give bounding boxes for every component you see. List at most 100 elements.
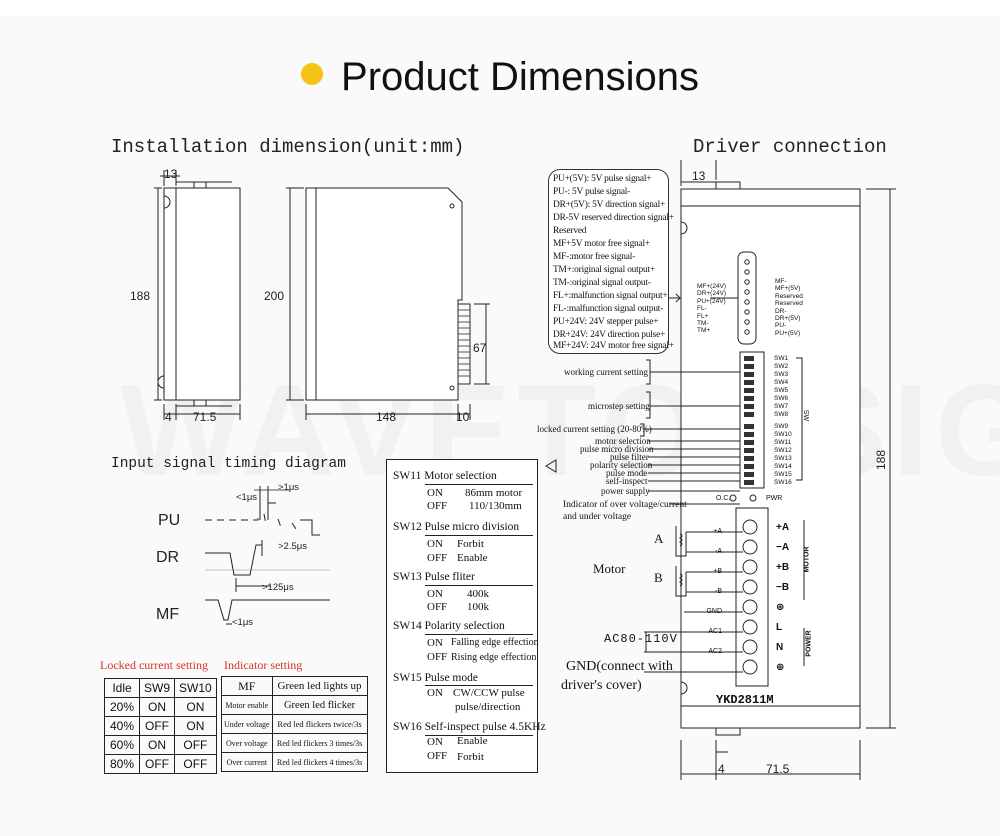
table-cell: Over current bbox=[221, 752, 273, 772]
terminal-left-labels: +A -A +B -B GND AC1 AC2 bbox=[700, 522, 722, 662]
option-value: Forbit bbox=[457, 751, 484, 763]
option-value: Enable bbox=[457, 735, 488, 747]
signal-item: FL+:malfunction signal output+ bbox=[553, 291, 668, 301]
callout-working: working current setting bbox=[564, 367, 648, 377]
terminal-label: L bbox=[776, 622, 783, 633]
pin-label: PU+(24V) bbox=[697, 297, 726, 305]
timing-t2: >1μs bbox=[278, 482, 299, 493]
table-cell: 40% bbox=[104, 716, 140, 736]
led-oc-label: O.C. bbox=[716, 495, 731, 502]
table-header: Idle bbox=[104, 678, 140, 698]
dip-group-label: SW bbox=[802, 409, 810, 422]
driver-dim-71-5: 71.5 bbox=[766, 762, 790, 776]
callout-indicator-2: and under voltage bbox=[563, 512, 632, 522]
divider bbox=[425, 535, 533, 536]
signal-item: DR+(5V): 5V direction signal+ bbox=[553, 200, 666, 210]
signal-item: PU+(5V): 5V pulse signal+ bbox=[553, 174, 652, 184]
pin-label: DR+(5V) bbox=[775, 315, 801, 323]
pin-label: TM+ bbox=[697, 327, 711, 335]
pin-label: FL+ bbox=[697, 312, 709, 320]
option-value: 110/130mm bbox=[469, 500, 522, 512]
callout-locked: locked current setting (20-80%) bbox=[537, 424, 652, 434]
signal-item: DR-5V reserved direction signal+ bbox=[553, 213, 674, 223]
option-value: 100k bbox=[467, 601, 489, 613]
signal-item: Reserved bbox=[553, 226, 587, 236]
signal-item: FL-:malfunction signal output- bbox=[553, 304, 664, 314]
motor-group-label: MOTOR bbox=[803, 546, 811, 573]
terminal-label: +B bbox=[776, 562, 790, 573]
terminal-label: -A bbox=[715, 548, 722, 555]
divider bbox=[425, 585, 533, 586]
signal-description-box: PU+(5V): 5V pulse signal+ PU-: 5V pulse … bbox=[548, 169, 674, 354]
divider bbox=[425, 685, 533, 686]
table-cell: Red led flickers 4 times/3s bbox=[271, 752, 368, 772]
dip-label: SW8 bbox=[774, 411, 789, 418]
callout-power-supply: power supply bbox=[601, 486, 650, 496]
pin-label: PU+(5V) bbox=[775, 329, 801, 337]
led-pwr-label: PWR bbox=[766, 495, 783, 502]
divider bbox=[425, 735, 533, 736]
table-cell: ON bbox=[138, 735, 176, 755]
dip-label: SW6 bbox=[774, 395, 789, 402]
top-band bbox=[0, 0, 1000, 16]
page-title: Product Dimensions bbox=[341, 55, 699, 99]
table-row: Motor enable Green led flicker bbox=[221, 695, 368, 715]
option-value: 86mm motor bbox=[465, 487, 523, 499]
motor-label: Motor bbox=[593, 561, 626, 576]
option-key: ON bbox=[427, 637, 443, 649]
pin-label: PU- bbox=[775, 322, 787, 330]
table-cell: MF bbox=[221, 676, 273, 696]
timing-t5: <1μs bbox=[232, 617, 253, 628]
bullet-dot-icon bbox=[301, 62, 324, 85]
label-mf: MF bbox=[156, 606, 179, 623]
table-cell: 80% bbox=[104, 754, 140, 774]
terminal-label: −B bbox=[776, 582, 790, 593]
dim-148: 148 bbox=[376, 410, 396, 424]
signal-item: MF+24V: 24V motor free signal+ bbox=[553, 341, 674, 351]
table-header: SW9 bbox=[138, 678, 176, 698]
table-cell: OFF bbox=[174, 735, 217, 755]
terminal-label: AC1 bbox=[708, 628, 722, 635]
signal-item: TM+:original signal output+ bbox=[553, 265, 656, 275]
gnd-label-1: GND(connect with bbox=[566, 659, 673, 674]
driver-dim-4: 4 bbox=[718, 762, 725, 776]
indicator-table: MF Green led lights up Motor enable Gree… bbox=[221, 676, 368, 772]
table-cell: ON bbox=[174, 697, 217, 717]
table-row: Over current Red led flickers 4 times/3s bbox=[221, 752, 368, 772]
sw14-heading: SW14 Polarity selection bbox=[393, 620, 505, 632]
signal-item: DR+24V: 24V direction pulse+ bbox=[553, 330, 666, 340]
callout-self-inspect: self-inspect bbox=[606, 476, 648, 486]
callout-pulse-mode: pulse mode bbox=[606, 468, 648, 478]
option-key: OFF bbox=[427, 750, 448, 762]
pin-label: MF- bbox=[775, 278, 787, 285]
callout-pulse-filter: pulse filter bbox=[610, 452, 649, 462]
terminal-label: GND bbox=[706, 608, 722, 615]
table-cell: Green led lights up bbox=[271, 676, 368, 696]
motor-coil-b: B bbox=[654, 570, 663, 585]
table-cell: Under voltage bbox=[221, 714, 273, 734]
table-cell: Red led flickers 3 times/3s bbox=[271, 733, 368, 753]
table-cell: ON bbox=[138, 697, 176, 717]
dim-4: 4 bbox=[165, 410, 172, 424]
table-row: Under voltage Red led flickers twice/3s bbox=[221, 714, 368, 734]
callout-polarity: polarity selection bbox=[590, 460, 653, 470]
pin-label: TM- bbox=[697, 320, 709, 328]
sw15-heading: SW15 Pulse mode bbox=[393, 672, 478, 684]
pin-label: MF+(5V) bbox=[775, 285, 801, 293]
terminal-right-labels: +A −A +B −B ⊕ L N ⊕ bbox=[776, 518, 789, 678]
dim-71-5: 71.5 bbox=[193, 410, 217, 424]
table-cell: OFF bbox=[174, 754, 217, 774]
driver-heading: Driver connection bbox=[693, 136, 887, 158]
dip-label: SW4 bbox=[774, 379, 789, 386]
table-row: MF Green led lights up bbox=[221, 676, 368, 696]
divider bbox=[425, 484, 533, 485]
dim-10: 10 bbox=[456, 410, 470, 424]
signal-item: MF+5V motor free signal+ bbox=[553, 239, 650, 249]
motor-coil-a: A bbox=[654, 531, 664, 546]
dip-label: SW15 bbox=[774, 471, 792, 478]
option-value: pulse/direction bbox=[455, 701, 521, 713]
signal-item: MF-:motor free signal- bbox=[553, 252, 636, 262]
